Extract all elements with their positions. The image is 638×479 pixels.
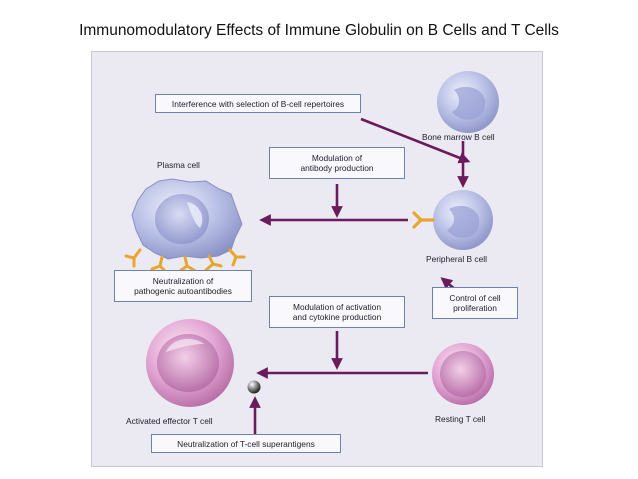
modulation-activation-box: Modulation of activation and cytokine pr… xyxy=(269,296,405,328)
superantigen-icon xyxy=(247,380,261,394)
plasma-cell xyxy=(124,178,246,274)
bone-marrow-b-cell xyxy=(437,71,499,133)
neutralization-super-label: Neutralization of T-cell superantigens xyxy=(177,438,315,449)
peripheral-b-cell-label: Peripheral B cell xyxy=(426,254,487,264)
activated-effector-t-cell xyxy=(146,319,234,407)
modulation-activation-line1: Modulation of activation xyxy=(293,302,381,312)
peripheral-b-cell xyxy=(412,190,493,250)
plasma-cell-label: Plasma cell xyxy=(157,160,200,170)
flow-arrows xyxy=(249,117,471,437)
resting-t-cell xyxy=(432,343,494,405)
control-proliferation-line1: Control of cell xyxy=(449,293,501,303)
control-proliferation-line2: proliferation xyxy=(453,303,497,313)
modulation-antibody-box: Modulation of antibody production xyxy=(269,147,405,179)
neutralization-auto-box: Neutralization of pathogenic autoantibod… xyxy=(114,270,252,302)
resting-t-cell-label: Resting T cell xyxy=(435,414,486,424)
modulation-activation-line2: and cytokine production xyxy=(292,312,382,322)
diagram-panel: Interference with selection of B-cell re… xyxy=(91,51,543,467)
control-proliferation-box: Control of cell proliferation xyxy=(432,287,518,319)
neutralization-super-box: Neutralization of T-cell superantigens xyxy=(151,434,341,453)
b-cell-receptor-icon xyxy=(412,211,435,229)
arrow-interference xyxy=(360,117,471,164)
activated-t-cell-label: Activated effector T cell xyxy=(126,416,213,426)
slide-title: Immunomodulatory Effects of Immune Globu… xyxy=(79,22,559,39)
neutralization-auto-line2: pathogenic autoantibodies xyxy=(134,286,232,296)
bone-marrow-b-cell-label: Bone marrow B cell xyxy=(422,132,495,142)
neutralization-auto-line1: Neutralization of xyxy=(152,276,214,286)
diagram-graphics xyxy=(124,71,499,437)
interference-label: Interference with selection of B-cell re… xyxy=(171,98,345,109)
modulation-antibody-line1: Modulation of xyxy=(311,153,363,163)
modulation-antibody-line2: antibody production xyxy=(300,163,374,173)
interference-box: Interference with selection of B-cell re… xyxy=(155,94,361,113)
